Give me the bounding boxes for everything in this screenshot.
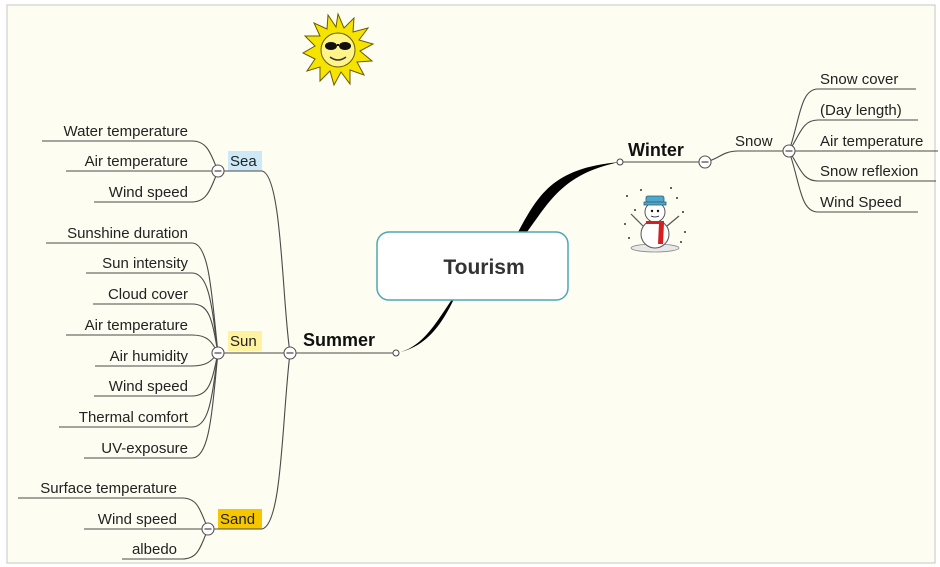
sea-item[interactable]: Water temperature (64, 123, 189, 140)
sand-collapse-toggle[interactable] (201, 522, 215, 536)
winter-collapse-toggle[interactable] (698, 155, 712, 169)
snow-line-0 (788, 88, 819, 152)
snow-item[interactable]: (Day length) (820, 102, 902, 119)
sun-item[interactable]: Sun intensity (102, 255, 188, 272)
sun-highlight (228, 331, 262, 351)
sea-collapse-toggle[interactable] (211, 164, 225, 178)
snow-label[interactable]: Snow (735, 133, 773, 150)
sun-item[interactable]: Sunshine duration (67, 225, 188, 242)
sand-label[interactable]: Sand (220, 511, 255, 528)
winter-connector (516, 162, 620, 236)
summer-to-sea-line (261, 170, 291, 354)
winter-label[interactable]: Winter (628, 140, 684, 160)
sand-item[interactable]: Surface temperature (40, 480, 177, 497)
snow-collapse-toggle[interactable] (782, 144, 796, 158)
sun-item[interactable]: Thermal comfort (79, 409, 189, 426)
sand-item[interactable]: Wind speed (98, 511, 177, 528)
snow-line-4 (788, 150, 819, 213)
central-topic[interactable]: Tourism (376, 231, 569, 301)
winter-anchor (616, 158, 624, 166)
snow-item[interactable]: Snow cover (820, 71, 898, 88)
sun-with-sunglasses-icon (301, 12, 375, 87)
sun-line-2 (191, 303, 219, 354)
sun-collapse-toggle[interactable] (211, 346, 225, 360)
sea-highlight (228, 151, 262, 171)
sun-label[interactable]: Sun (230, 333, 257, 350)
snow-item[interactable]: Snow reflexion (820, 163, 918, 180)
summer-label[interactable]: Summer (303, 330, 375, 350)
summer-to-sand-line (261, 352, 291, 530)
sea-item[interactable]: Wind speed (109, 184, 188, 201)
sun-item[interactable]: Air humidity (110, 348, 189, 365)
sand-item[interactable]: albedo (132, 541, 177, 558)
sea-item[interactable]: Air temperature (85, 153, 188, 170)
sea-label[interactable]: Sea (230, 153, 257, 170)
summer-anchor (392, 349, 400, 357)
sand-highlight (218, 509, 262, 529)
summer-collapse-toggle[interactable] (283, 346, 297, 360)
central-topic-label: Tourism (443, 256, 524, 279)
snow-item[interactable]: Wind Speed (820, 194, 902, 211)
sun-line-1 (191, 272, 219, 354)
snow-item[interactable]: Air temperature (820, 133, 923, 150)
sun-item[interactable]: UV-exposure (101, 440, 188, 457)
sun-item[interactable]: Cloud cover (108, 286, 188, 303)
sun-line-7 (191, 352, 219, 459)
sun-item[interactable]: Wind speed (109, 378, 188, 395)
sun-item[interactable]: Air temperature (85, 317, 188, 334)
snowman-icon (624, 187, 686, 253)
